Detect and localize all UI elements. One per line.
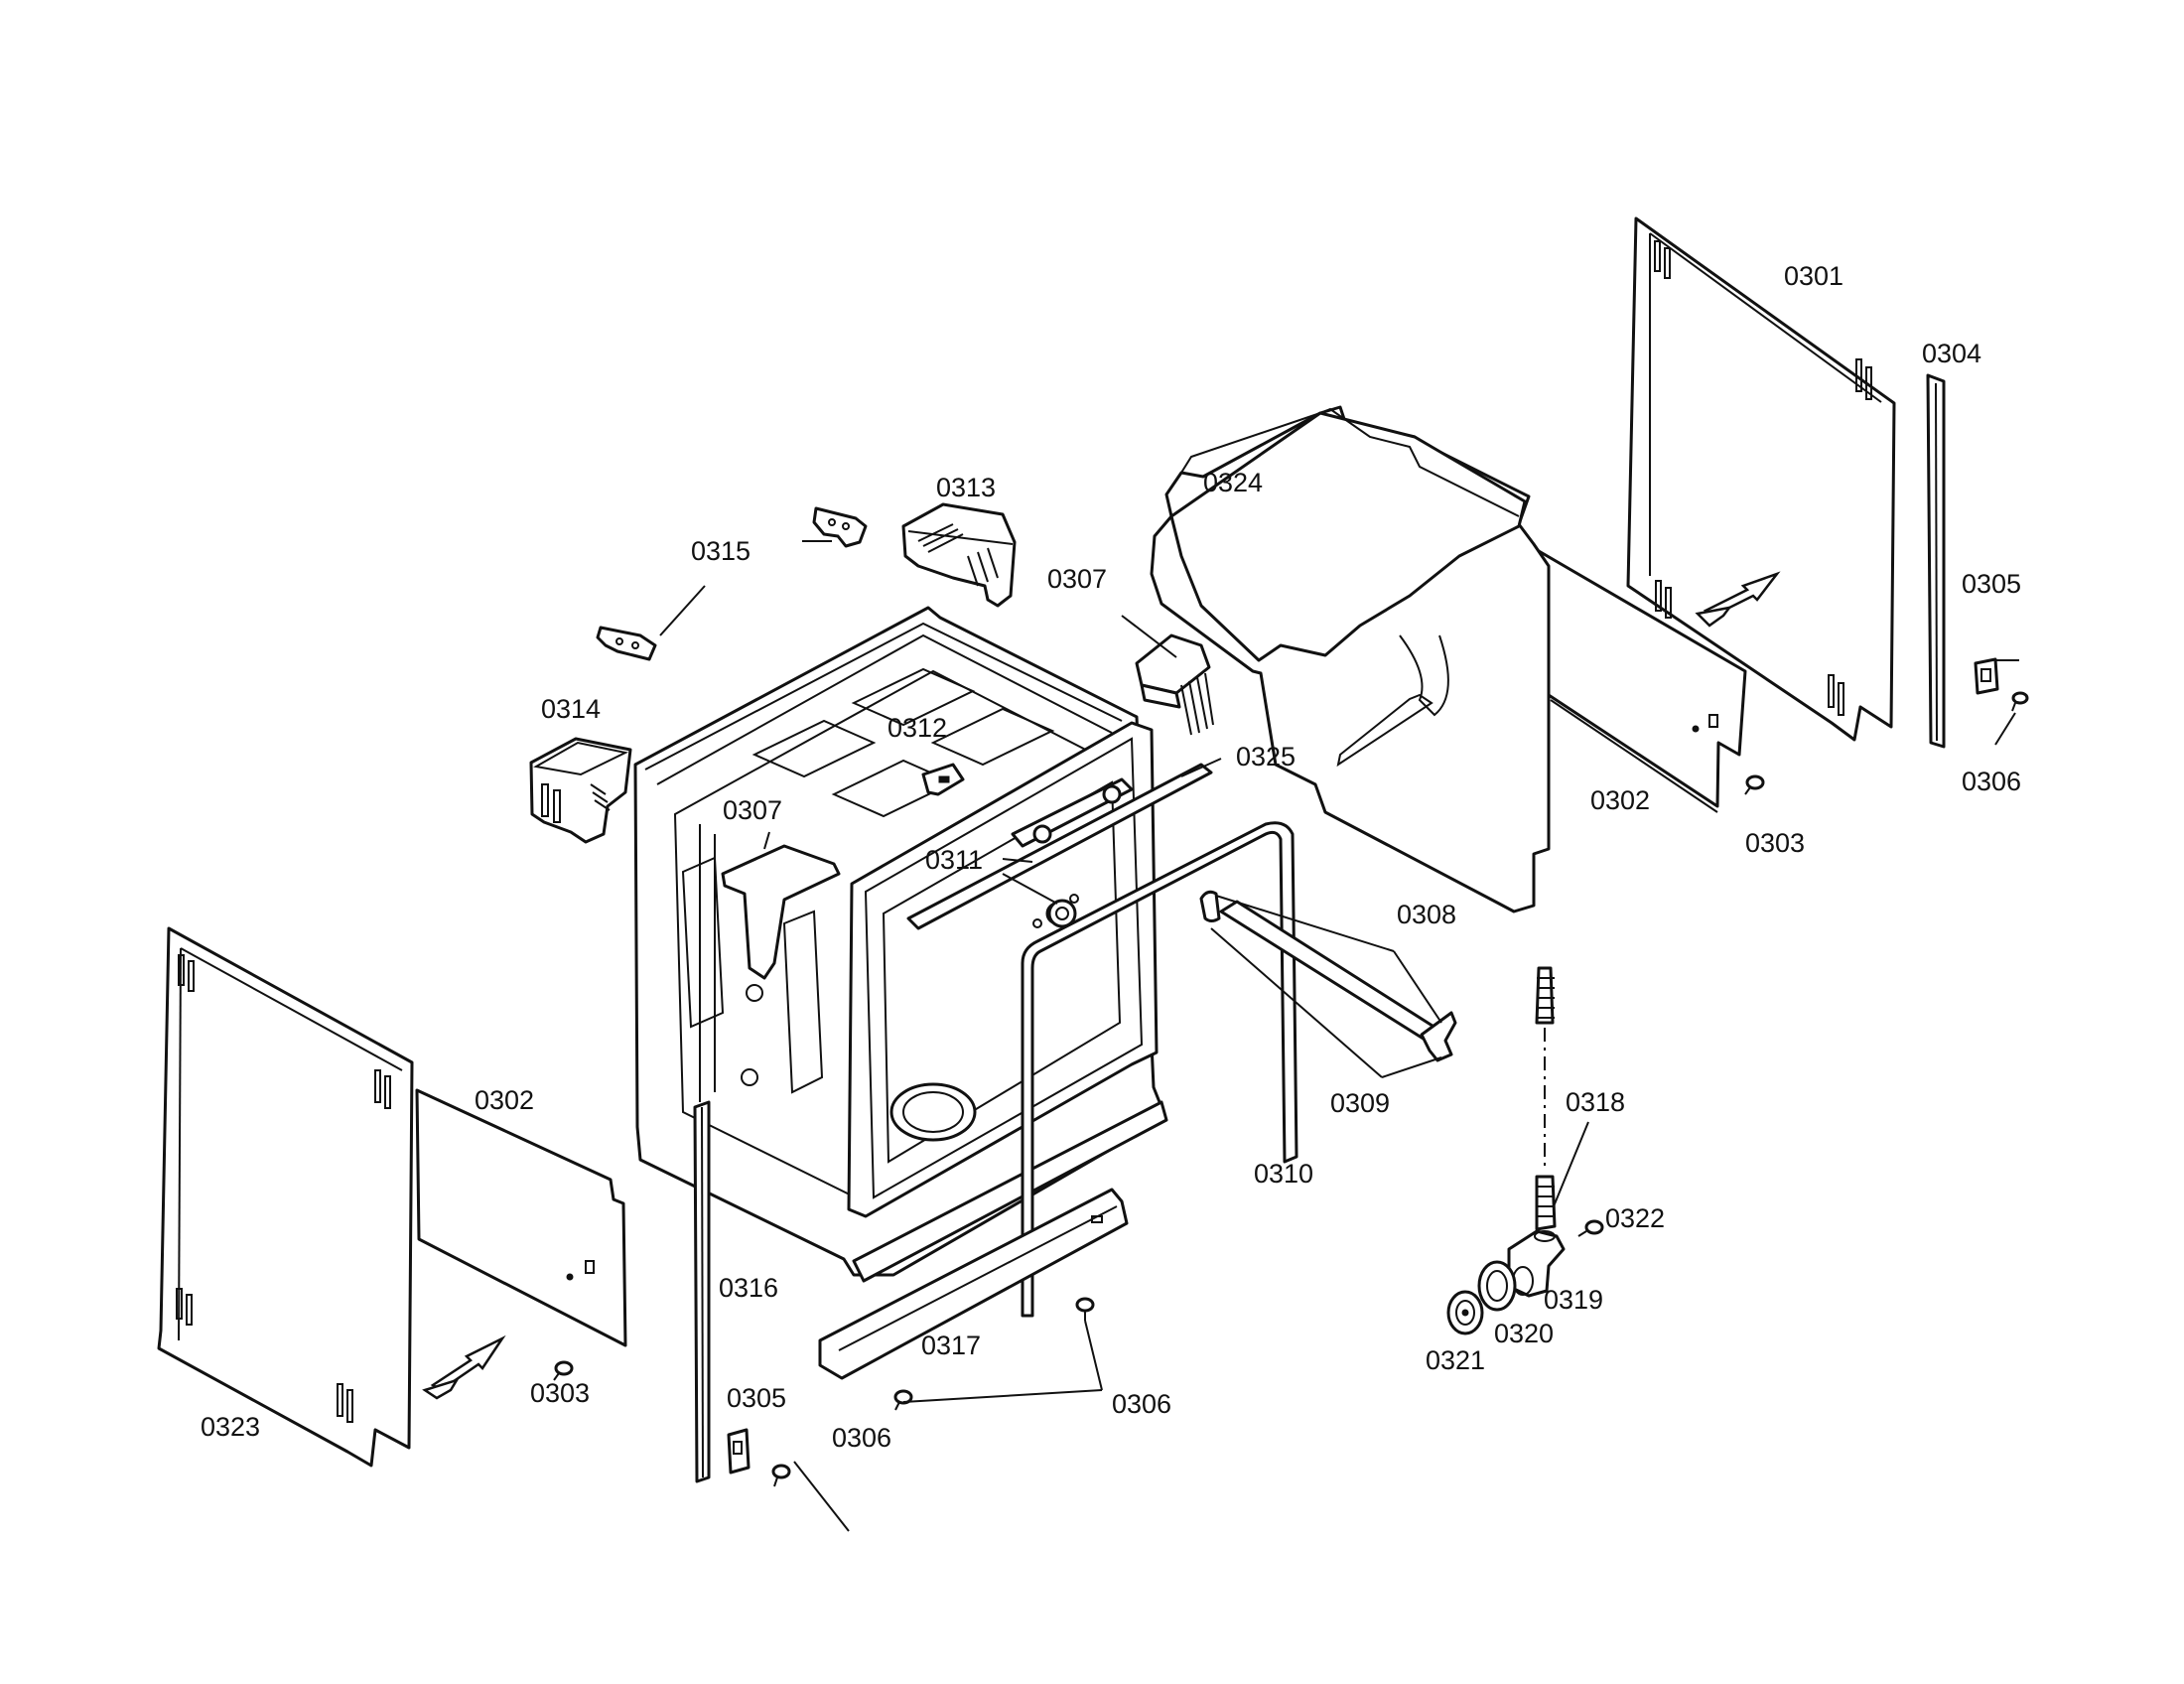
label-0311: 0311 xyxy=(925,845,983,875)
part-0317-bottom-rail[interactable] xyxy=(818,1188,1129,1380)
label-0307-left: 0307 xyxy=(723,795,782,825)
label-0313: 0313 xyxy=(936,473,996,502)
label-0310: 0310 xyxy=(1254,1159,1313,1189)
part-0321-cap[interactable] xyxy=(1446,1290,1484,1335)
label-0308: 0308 xyxy=(1397,900,1456,929)
part-0303-screw-right[interactable] xyxy=(1744,774,1765,795)
part-0323-left-side-panel[interactable] xyxy=(157,926,414,1468)
part-0306-screw-center[interactable] xyxy=(893,1389,913,1411)
part-0306-screw-right[interactable] xyxy=(2011,691,2029,712)
label-0305-right: 0305 xyxy=(1962,569,2021,599)
part-0325-cross-rail[interactable] xyxy=(906,763,1213,930)
direction-arrow-left-panel xyxy=(422,1334,506,1400)
label-0306-center: 0306 xyxy=(1112,1389,1171,1419)
part-0302-right-insulation-mat[interactable] xyxy=(1537,549,1747,813)
label-0303-left: 0303 xyxy=(530,1378,590,1408)
label-0321: 0321 xyxy=(1426,1345,1485,1375)
part-0305-clip-left[interactable] xyxy=(727,1428,751,1474)
part-0312-top-clip[interactable] xyxy=(921,763,965,796)
label-0324: 0324 xyxy=(1203,468,1263,497)
label-0317: 0317 xyxy=(921,1331,981,1360)
label-0319: 0319 xyxy=(1544,1285,1603,1315)
leader-lines xyxy=(659,540,2019,1532)
label-0304: 0304 xyxy=(1922,339,1981,368)
part-0306-screw-left[interactable] xyxy=(771,1464,791,1487)
label-0314: 0314 xyxy=(541,694,601,724)
label-0306-left: 0306 xyxy=(832,1423,891,1453)
part-0324-top-cover[interactable] xyxy=(1150,405,1551,913)
part-0320-ring[interactable] xyxy=(1477,1260,1517,1312)
label-0302-left: 0302 xyxy=(475,1085,534,1115)
label-0322: 0322 xyxy=(1605,1203,1665,1233)
part-0311-nut[interactable] xyxy=(1047,899,1077,928)
label-0315: 0315 xyxy=(691,536,751,566)
part-0313-control-module[interactable] xyxy=(901,502,1017,608)
part-0301-right-side-panel[interactable] xyxy=(1626,216,1896,742)
part-0322-screw[interactable] xyxy=(1577,1219,1604,1237)
part-0318-inlet-hose[interactable] xyxy=(1535,966,1557,1231)
part-0316-vertical-strip[interactable] xyxy=(693,1100,711,1483)
label-0312: 0312 xyxy=(887,713,947,743)
label-0305-left: 0305 xyxy=(727,1383,786,1413)
part-0310-door-gasket[interactable] xyxy=(1021,821,1298,1318)
part-0314-side-module[interactable] xyxy=(529,737,632,844)
part-0303-screw-left[interactable] xyxy=(553,1360,574,1381)
part-0308-door-rod[interactable] xyxy=(1199,890,1457,1062)
part-0305-clip-right[interactable] xyxy=(1974,657,1999,695)
part-0315-bracket-lower[interactable] xyxy=(596,626,657,661)
label-0302-right: 0302 xyxy=(1590,785,1650,815)
part-0304-vertical-strip[interactable] xyxy=(1926,373,1946,749)
label-0323: 0323 xyxy=(201,1412,260,1442)
part-labels: 0301 0304 0324 0313 0315 0307 0305 0314 … xyxy=(201,261,2021,1453)
label-0301: 0301 xyxy=(1784,261,1843,291)
label-0309: 0309 xyxy=(1330,1088,1390,1118)
direction-arrow-right-panel xyxy=(1695,571,1781,628)
part-0302-left-insulation-mat[interactable] xyxy=(415,1088,627,1347)
label-0320: 0320 xyxy=(1494,1319,1554,1348)
label-0303-right: 0303 xyxy=(1745,828,1805,858)
part-0307-bracket-left[interactable] xyxy=(721,844,841,1086)
label-0306-right: 0306 xyxy=(1962,767,2021,796)
part-0306-screw-lower[interactable] xyxy=(1075,1297,1095,1321)
label-0325: 0325 xyxy=(1236,742,1296,772)
part-0307-bracket-right[interactable] xyxy=(1135,633,1214,736)
main-tub-assembly[interactable] xyxy=(633,606,1168,1283)
label-0307-right: 0307 xyxy=(1047,564,1107,594)
label-0316: 0316 xyxy=(719,1273,778,1303)
part-0315-bracket-upper[interactable] xyxy=(812,506,868,548)
label-0318: 0318 xyxy=(1566,1087,1625,1117)
